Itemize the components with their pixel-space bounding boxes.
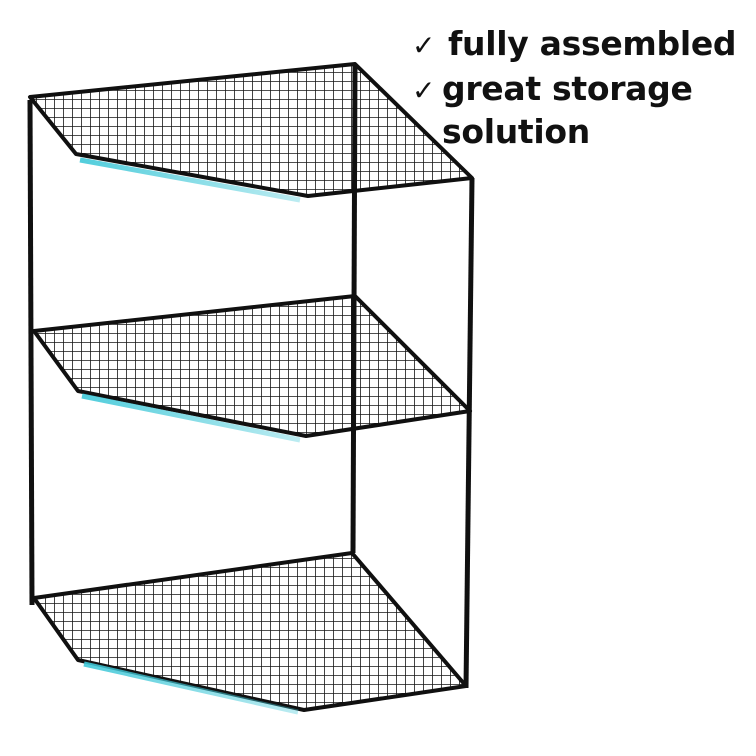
feature-label: fully assembled bbox=[448, 24, 737, 63]
check-icon: ✓ bbox=[412, 74, 436, 107]
feature-item-fully-assembled: ✓ fully assembled bbox=[412, 22, 752, 67]
shelf-top bbox=[28, 62, 474, 203]
feature-item-great-storage: ✓ great storage solution bbox=[412, 67, 752, 153]
shelf-bottom bbox=[32, 551, 468, 715]
check-icon: ✓ bbox=[412, 29, 436, 62]
shelf-middle bbox=[32, 294, 472, 443]
feature-label: great storage solution bbox=[442, 69, 693, 151]
feature-list: ✓ fully assembled ✓ great storage soluti… bbox=[412, 22, 752, 153]
